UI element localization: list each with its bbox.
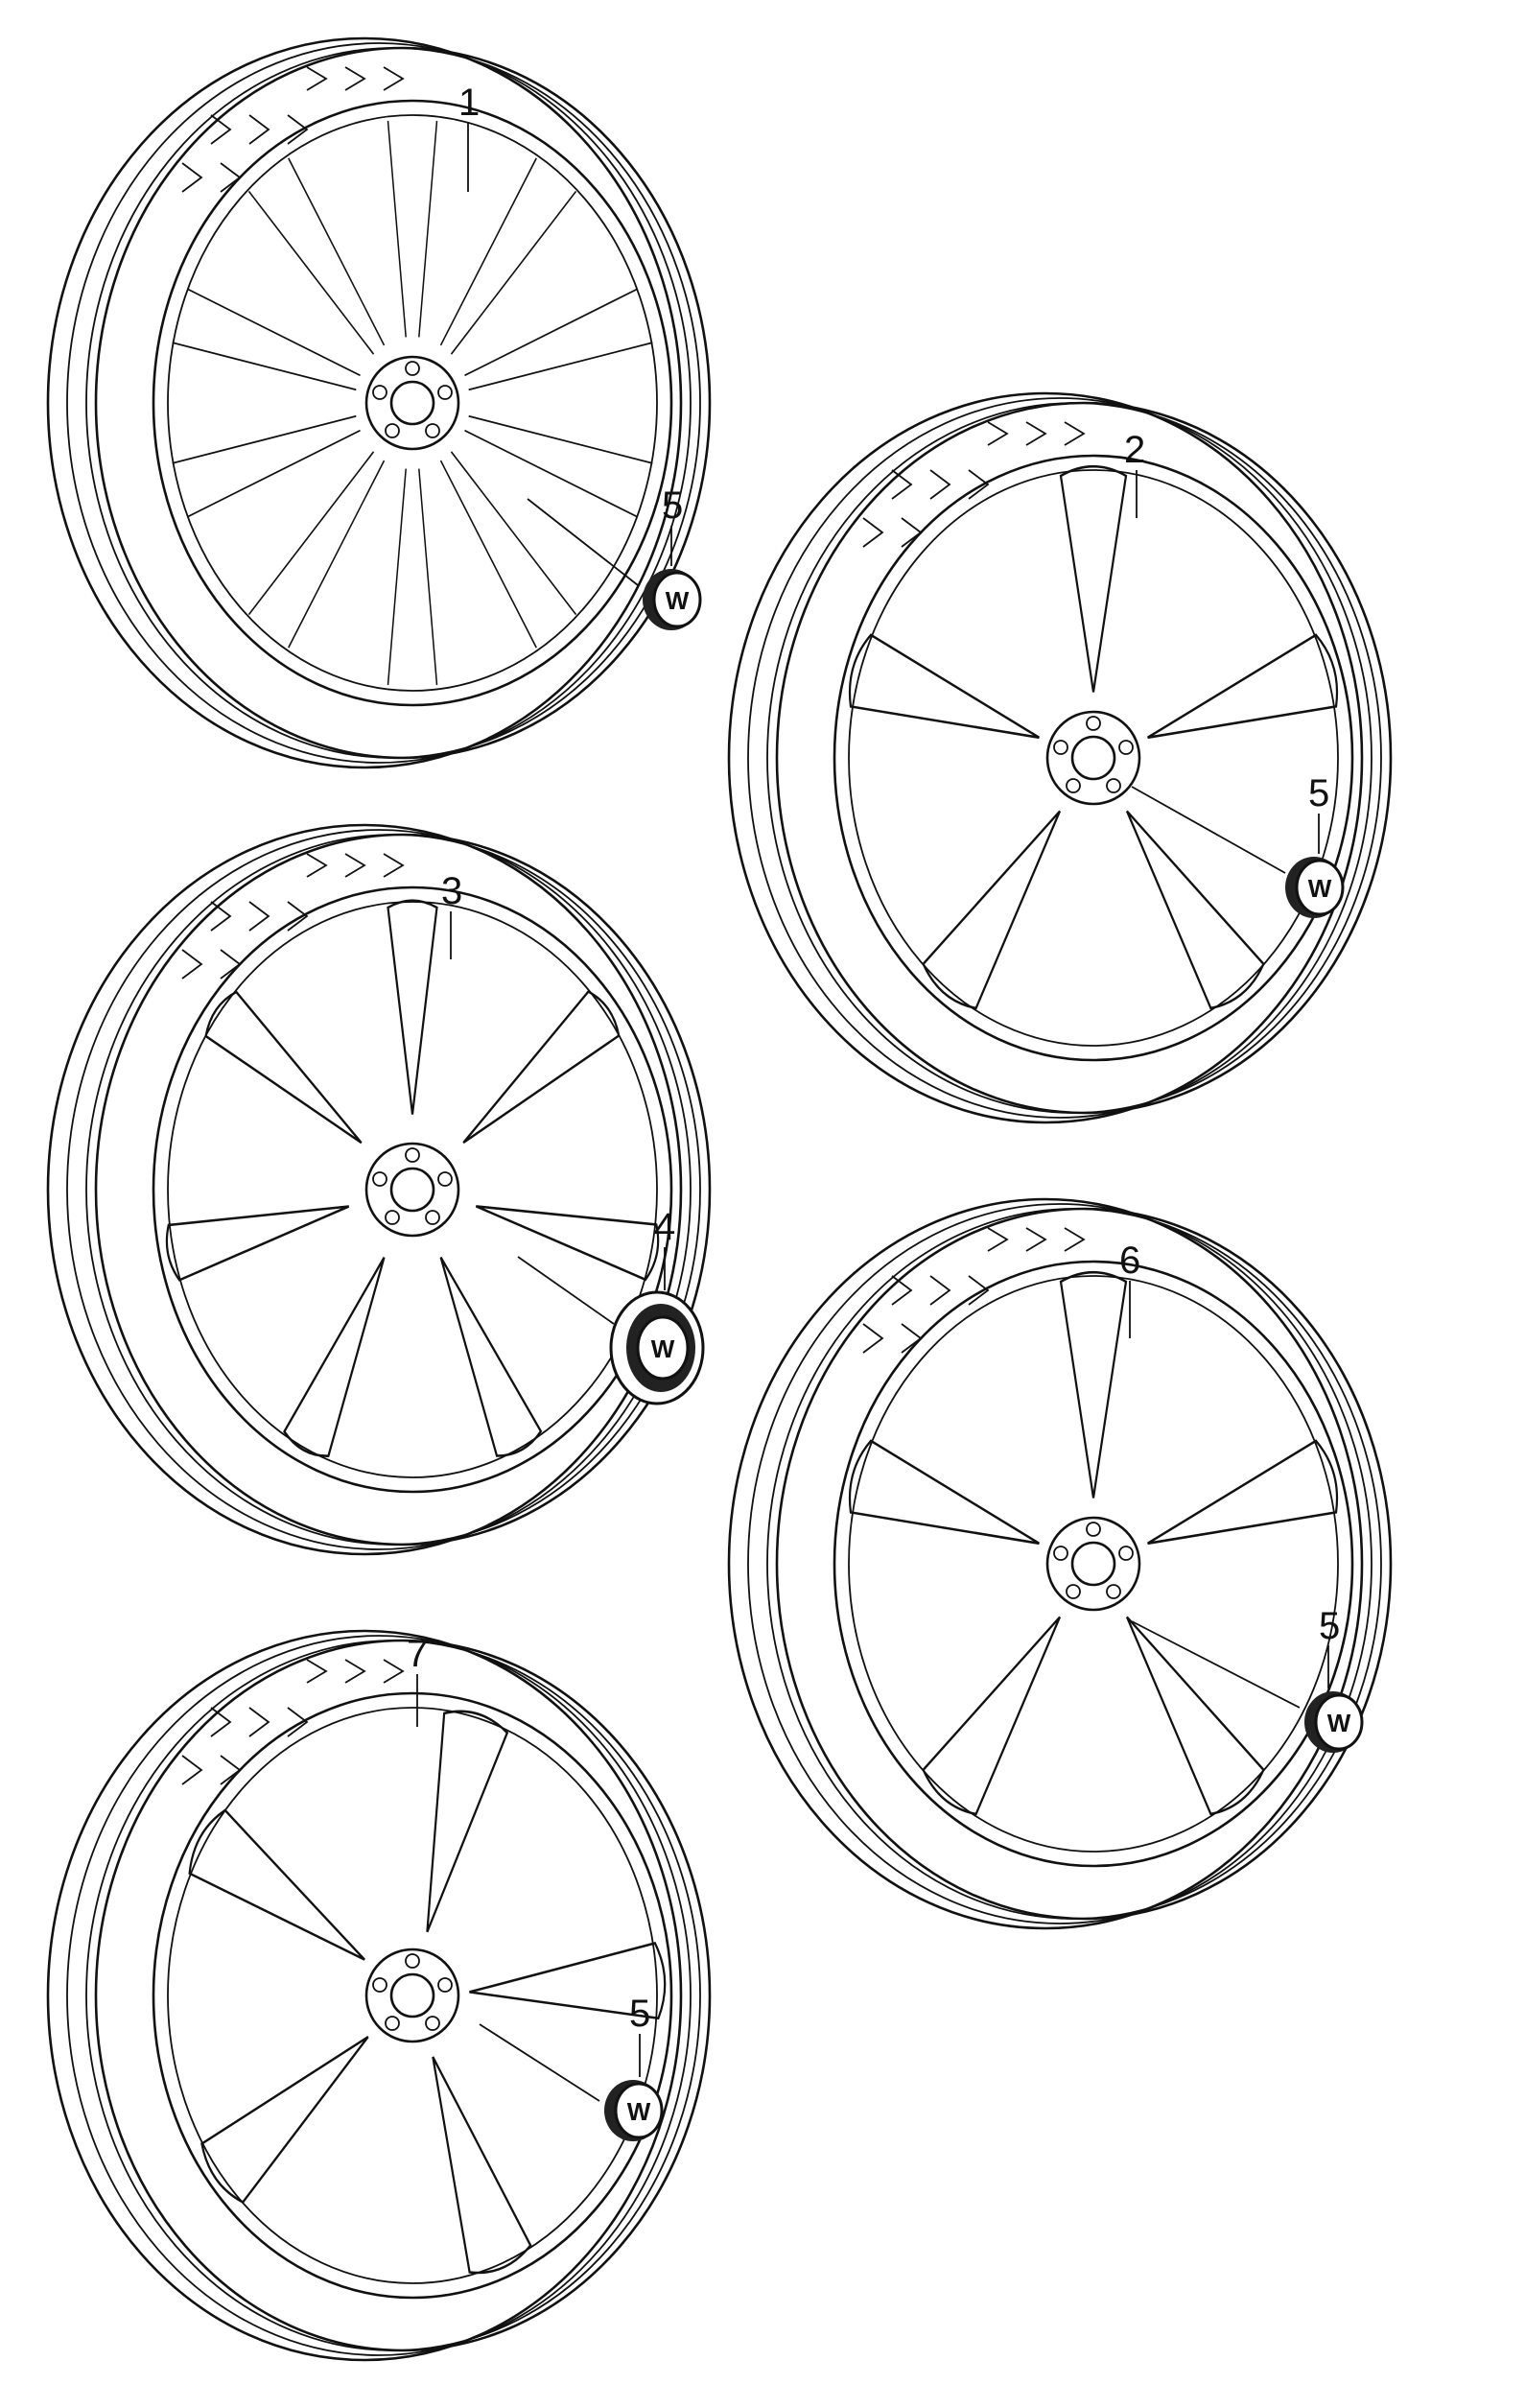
- center-cap-5a: [641, 567, 702, 632]
- callout-1: 1: [458, 82, 480, 124]
- callout-2: 2: [1124, 429, 1145, 471]
- wheel-7: [46, 1629, 721, 2362]
- wheel-2: [727, 391, 1393, 1124]
- callout-7: 7: [407, 1633, 428, 1675]
- hub-cap-4: W: [609, 1290, 705, 1405]
- wheel-6: [727, 1197, 1393, 1930]
- center-cap-5c: [1302, 1689, 1364, 1755]
- wheel-3: [46, 823, 712, 1556]
- callout-5b: 5: [1308, 772, 1329, 814]
- callout-5d: 5: [629, 1993, 650, 2035]
- center-cap-5d: [602, 2078, 664, 2143]
- callout-5c: 5: [1319, 1605, 1340, 1647]
- center-cap-5b: [1283, 855, 1345, 920]
- leader-lines: [416, 123, 1329, 2102]
- callout-4: 4: [654, 1206, 675, 1248]
- callout-3: 3: [441, 870, 462, 912]
- callout-5a: 5: [662, 484, 683, 527]
- callout-6: 6: [1119, 1239, 1140, 1282]
- wheel-1: [46, 36, 712, 769]
- svg-text:W: W: [651, 1334, 675, 1363]
